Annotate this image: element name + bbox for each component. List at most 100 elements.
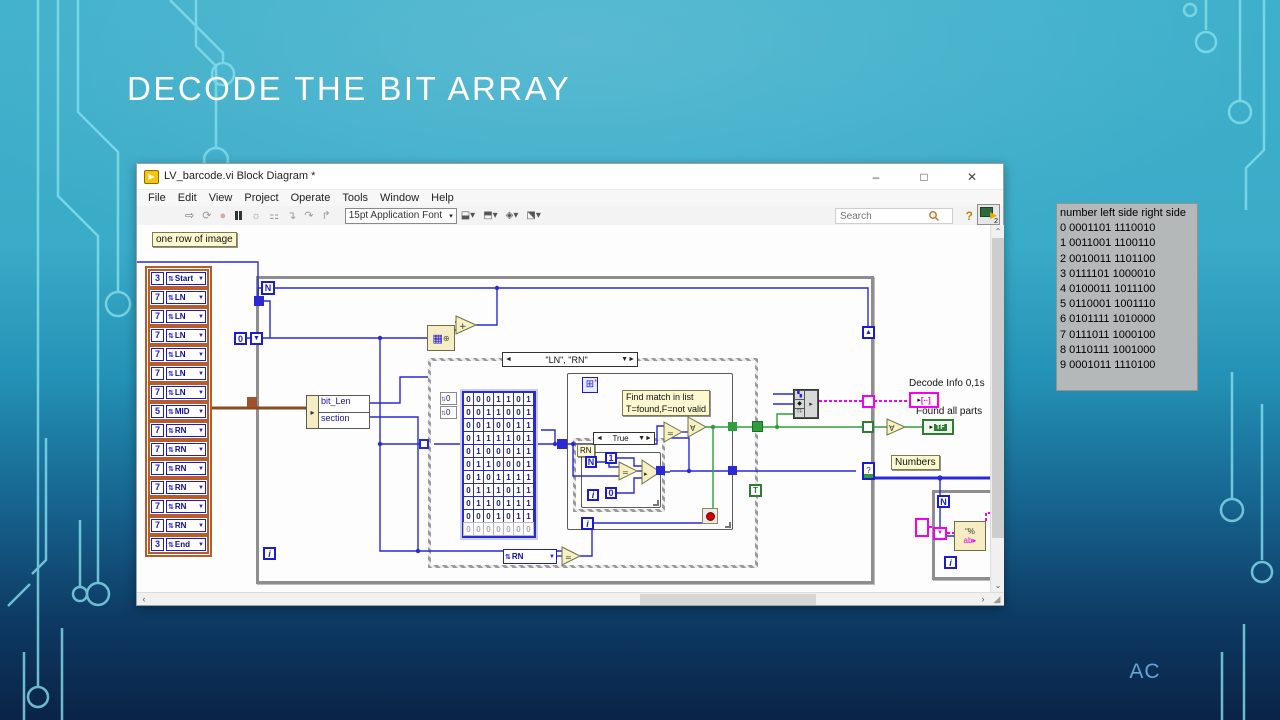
length-constant[interactable]: 7 — [151, 462, 164, 475]
bit-cell[interactable]: 1 — [523, 470, 534, 484]
rn-enum-constant[interactable]: ⇅ RN ▼ — [503, 549, 557, 564]
close-button[interactable]: ✕ — [966, 170, 978, 184]
run-button-icon[interactable]: ⇨ — [185, 209, 195, 222]
menu-file[interactable]: File — [148, 192, 166, 204]
reorder-dropdown[interactable]: ⬔▾ — [526, 210, 541, 221]
length-constant[interactable]: 5 — [151, 405, 164, 418]
true-constant[interactable]: T — [749, 484, 762, 497]
bundle-node[interactable]: ▚ ◆ TF ▸ — [793, 389, 819, 419]
add-node[interactable]: + — [455, 315, 478, 335]
length-constant[interactable]: 3 — [151, 538, 164, 551]
enum-constant-rn[interactable]: ⇅RN▼ — [166, 500, 206, 513]
format-into-string-icon[interactable]: “%ab▸ — [954, 521, 986, 551]
case-next-icon[interactable]: ▼► — [638, 435, 652, 442]
length-constant[interactable]: 7 — [151, 500, 164, 513]
help-icon[interactable]: ? — [965, 209, 973, 223]
menu-operate[interactable]: Operate — [290, 192, 331, 204]
length-constant[interactable]: 7 — [151, 329, 164, 342]
bit-cell[interactable]: 1 — [523, 405, 534, 419]
distribute-objects-dropdown[interactable]: ⬒▾ — [483, 210, 498, 221]
block-diagram-canvas[interactable]: + = = ▸ = ∀ ∀ — [137, 225, 1004, 592]
run-continuous-icon[interactable]: ⟳ — [202, 209, 212, 222]
bit-table-index-row[interactable]: 0 — [440, 392, 457, 406]
bit-cell[interactable]: 1 — [523, 392, 534, 406]
constant-one[interactable]: 1 — [605, 452, 617, 464]
maximize-button[interactable]: □ — [920, 170, 928, 184]
select-node[interactable]: ▸ — [641, 459, 661, 485]
menu-tools[interactable]: Tools — [342, 192, 369, 204]
bit-cell[interactable]: 1 — [523, 457, 534, 471]
bit-cell[interactable]: 0 — [523, 522, 534, 536]
enum-constant-ln[interactable]: ⇅LN▼ — [166, 310, 206, 323]
found-all-parts-indicator[interactable]: ▸TF — [922, 419, 954, 435]
length-constant[interactable]: 7 — [151, 310, 164, 323]
scroll-left-icon[interactable]: ‹ — [142, 594, 146, 604]
vertical-scroll-thumb[interactable] — [992, 238, 1004, 538]
step-over-icon[interactable]: ↷ — [304, 209, 314, 222]
case-selector[interactable]: ◄ "LN", "RN" ▼► — [502, 352, 638, 367]
case-prev-icon[interactable]: ◄ — [596, 435, 603, 442]
bit-cell[interactable]: 1 — [523, 431, 534, 445]
length-constant[interactable]: 7 — [151, 481, 164, 494]
length-constant[interactable]: 7 — [151, 367, 164, 380]
barcode-section-array[interactable]: 3⇅Start▼7⇅LN▼7⇅LN▼7⇅LN▼7⇅LN▼7⇅LN▼7⇅LN▼5⇅… — [145, 266, 212, 557]
enum-constant-ln[interactable]: ⇅LN▼ — [166, 329, 206, 342]
highlight-execution-icon[interactable]: ☼ — [251, 209, 262, 222]
equal-zero-node[interactable]: = — [618, 461, 639, 481]
resize-objects-dropdown[interactable]: ◈▾ — [505, 210, 519, 221]
constant-zero[interactable]: 0 — [605, 487, 617, 499]
search-input[interactable] — [836, 209, 928, 223]
enum-constant-rn[interactable]: ⇅RN▼ — [166, 443, 206, 456]
menu-help[interactable]: Help — [431, 192, 454, 204]
bit-cell[interactable]: 1 — [523, 444, 534, 458]
abort-button-icon[interactable]: ● — [219, 209, 227, 222]
enum-constant-ln[interactable]: ⇅LN▼ — [166, 348, 206, 361]
index-array-node[interactable]: ▼ — [933, 527, 947, 540]
enum-constant-rn[interactable]: ⇅RN▼ — [166, 424, 206, 437]
scroll-up-icon[interactable]: ⌃ — [994, 227, 1002, 236]
numbers-label[interactable]: Numbers — [891, 455, 940, 470]
bit-cell[interactable]: 1 — [523, 509, 534, 523]
unbundle-field-section[interactable]: section — [319, 412, 370, 429]
resize-grip-icon[interactable]: ◢ — [993, 594, 1001, 604]
scroll-right-icon[interactable]: › — [981, 594, 985, 604]
horizontal-scrollbar[interactable]: ‹ › ◢ — [137, 592, 1004, 605]
vertical-scrollbar[interactable]: ⌃ ⌄ — [990, 225, 1004, 592]
shift-register-init-constant[interactable]: 0 — [234, 332, 247, 345]
bit-cell[interactable]: 1 — [523, 483, 534, 497]
pause-button-icon[interactable] — [235, 211, 243, 220]
step-out-icon[interactable]: ↱ — [321, 209, 331, 222]
enum-constant-ln[interactable]: ⇅LN▼ — [166, 386, 206, 399]
length-constant[interactable]: 7 — [151, 424, 164, 437]
bit-cell[interactable]: 1 — [523, 496, 534, 510]
enum-constant-rn[interactable]: ⇅RN▼ — [166, 519, 206, 532]
bit-cell[interactable]: 1 — [523, 418, 534, 432]
scroll-down-icon[interactable]: ⌄ — [994, 581, 1002, 590]
inner-case-selector[interactable]: ◄ True ▼► — [593, 432, 655, 445]
font-selector[interactable]: 15pt Application Font ▾ — [344, 207, 457, 224]
step-into-icon[interactable]: ↴ — [287, 209, 297, 222]
enum-constant-end[interactable]: ⇅End▼ — [166, 538, 206, 551]
align-objects-dropdown[interactable]: ⬓▾ — [460, 210, 476, 221]
decode-info-indicator[interactable]: ▸[∙∙] — [909, 392, 939, 408]
menu-edit[interactable]: Edit — [177, 192, 197, 204]
length-constant[interactable]: 7 — [151, 291, 164, 304]
search-1d-array-icon[interactable]: ⊞* — [582, 377, 598, 393]
string-constant[interactable] — [915, 518, 929, 537]
array-subset-icon[interactable]: ▦⊕ — [427, 325, 455, 351]
unbundle-by-name-node[interactable]: ▸ bit_Len section — [306, 395, 370, 429]
menu-view[interactable]: View — [208, 192, 233, 204]
unbundle-field-bitlen[interactable]: bit_Len — [319, 395, 370, 413]
menu-window[interactable]: Window — [380, 192, 420, 204]
search-box[interactable] — [835, 208, 953, 224]
find-match-comment[interactable]: Find match in list T=found,F=not valid — [622, 390, 711, 416]
length-constant[interactable]: 7 — [151, 386, 164, 399]
minimize-button[interactable]: – — [872, 170, 880, 184]
equal-node-match[interactable]: = — [663, 421, 684, 443]
length-constant[interactable]: 7 — [151, 443, 164, 456]
length-constant[interactable]: 3 — [151, 272, 164, 285]
enum-constant-ln[interactable]: ⇅LN▼ — [166, 367, 206, 380]
stop-condition-terminal[interactable] — [702, 508, 718, 524]
enum-constant-ln[interactable]: ⇅LN▼ — [166, 291, 206, 304]
